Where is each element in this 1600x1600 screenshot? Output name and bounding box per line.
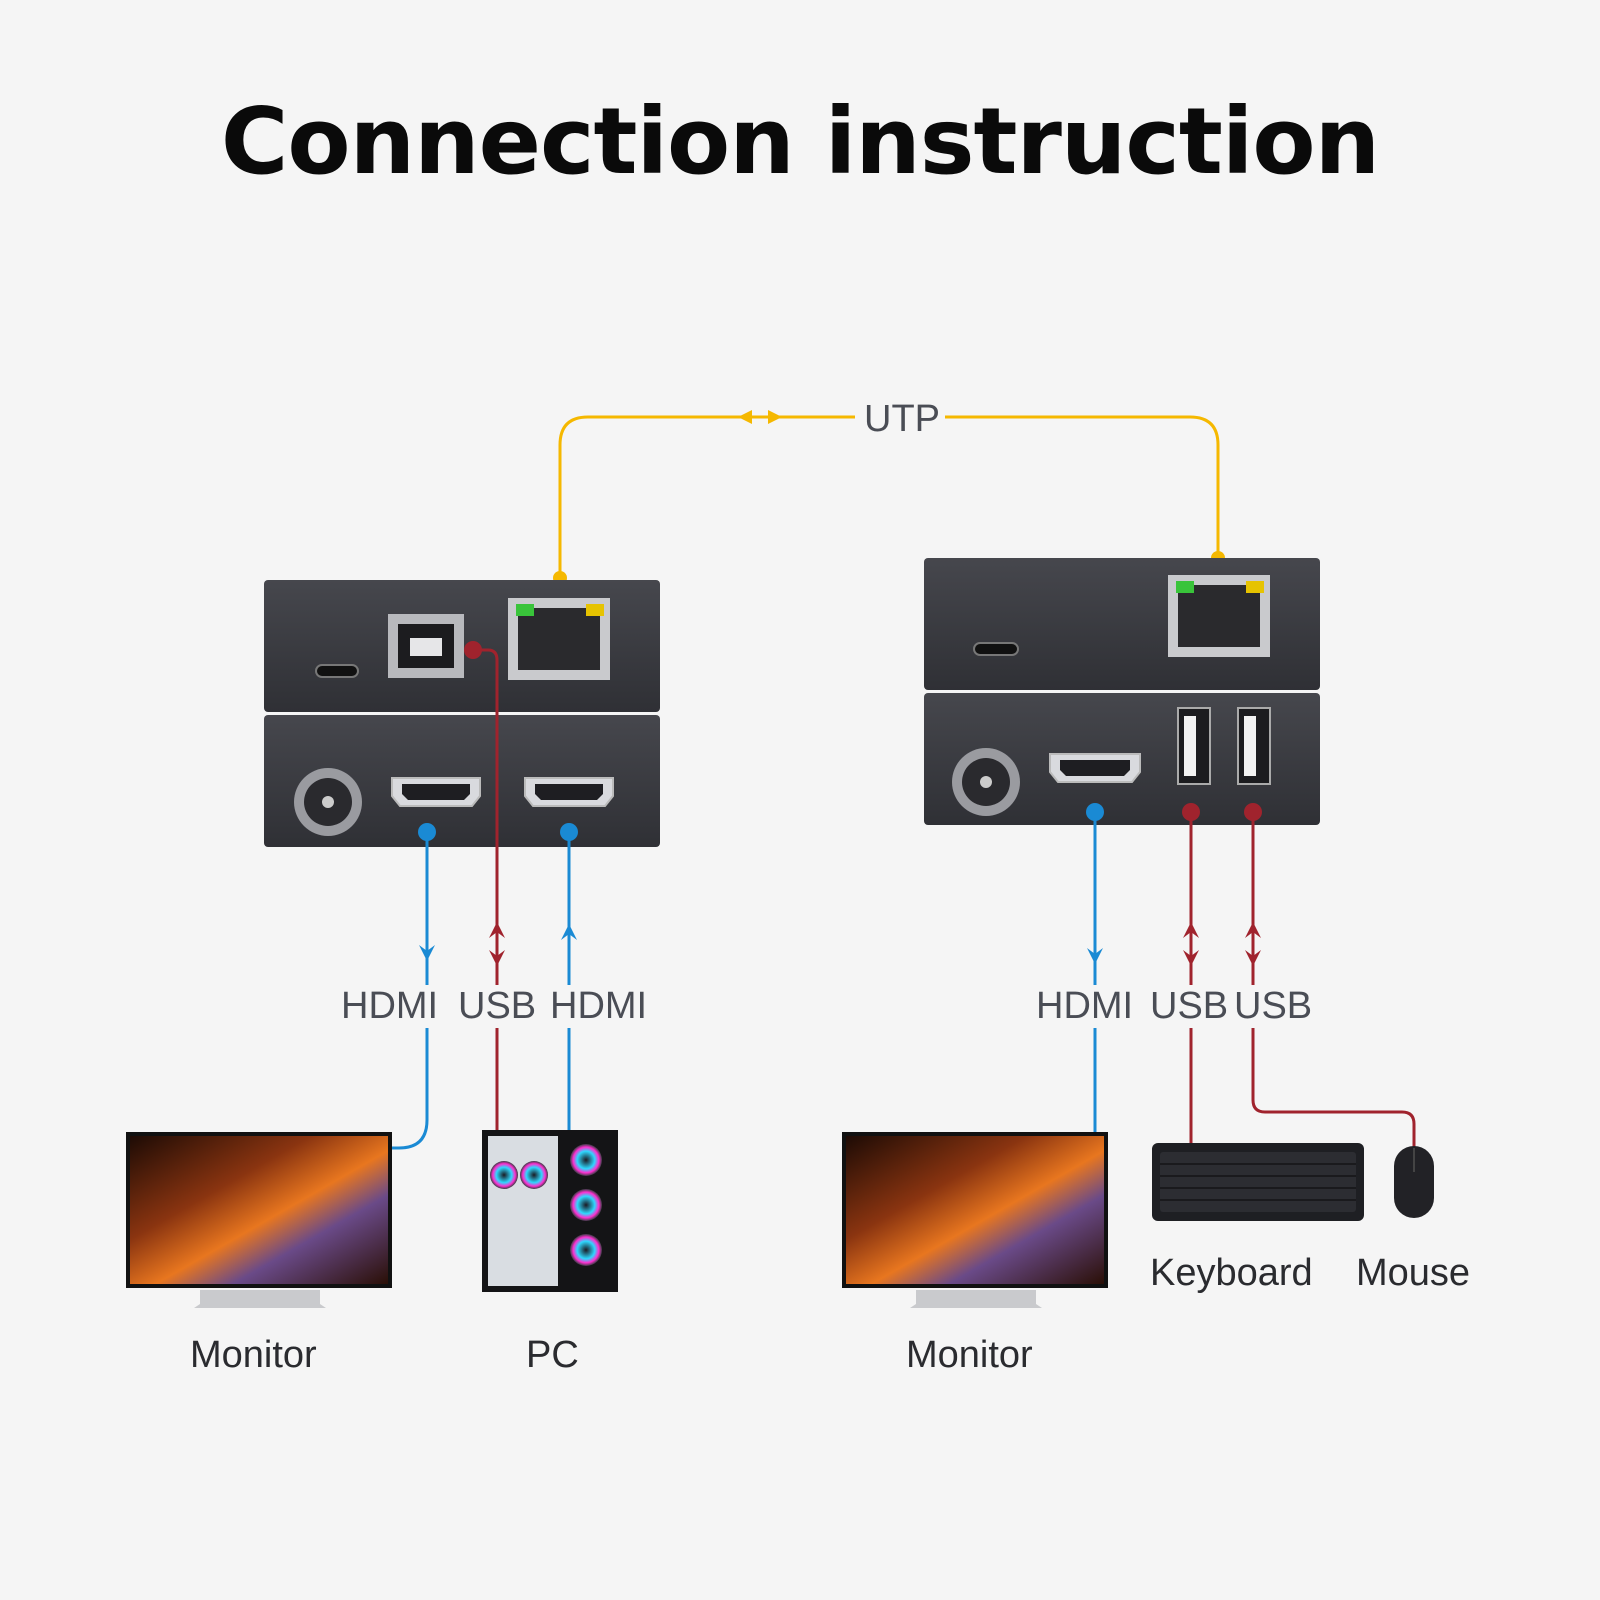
- usb-a-port-icon: [1237, 707, 1271, 785]
- rx-usb-label: USB: [1230, 985, 1317, 1028]
- dc-power-jack-icon: [294, 768, 362, 836]
- tx-usb-cable: [464, 641, 505, 1140]
- tx-usb-label: USB: [454, 985, 541, 1028]
- rx-usb-label: USB: [1146, 985, 1233, 1028]
- bidirectional-arrow-icon: [489, 922, 505, 966]
- arrow-down-icon: [1087, 948, 1103, 964]
- tx-hdmi-out-label: HDMI: [337, 985, 443, 1028]
- rj45-port-icon: [1168, 575, 1270, 657]
- utp-label: UTP: [864, 398, 940, 440]
- rx-hdmi-label: HDMI: [1032, 985, 1138, 1028]
- arrow-down-icon: [419, 945, 435, 961]
- usb-b-port-icon: [388, 614, 464, 678]
- rx-monitor-icon: [842, 1132, 1108, 1308]
- utp-cable: [553, 410, 1225, 585]
- rj45-port-icon: [508, 598, 610, 680]
- bidirectional-arrow-icon: [1245, 922, 1261, 966]
- tx-hdmi-out-cable: [392, 823, 436, 1150]
- rx-usb-mouse-cable: [1244, 803, 1416, 1148]
- micro-usb-port-icon: [315, 664, 359, 678]
- rx-usb-keyboard-cable: [1182, 803, 1200, 1143]
- rx-hdmi-cable: [1086, 803, 1104, 1132]
- transmitter-unit: [264, 580, 660, 847]
- bidirectional-arrow-icon: [738, 410, 782, 424]
- pc-label: PC: [526, 1334, 579, 1376]
- usb-a-port-icon: [1177, 707, 1211, 785]
- micro-usb-port-icon: [973, 642, 1019, 656]
- rx-monitor-label: Monitor: [906, 1334, 1033, 1376]
- tx-monitor-icon: [126, 1132, 392, 1308]
- bidirectional-arrow-icon: [1183, 922, 1199, 966]
- keyboard-icon: [1152, 1143, 1364, 1221]
- receiver-unit: [924, 558, 1320, 825]
- page-title: Connection instruction: [220, 88, 1380, 195]
- mouse-icon: [1394, 1146, 1434, 1218]
- arrow-up-icon: [561, 924, 577, 940]
- tx-hdmi-in-label: HDMI: [546, 985, 652, 1028]
- tx-hdmi-in-cable: [560, 823, 578, 1130]
- mouse-label: Mouse: [1356, 1252, 1471, 1294]
- keyboard-label: Keyboard: [1150, 1252, 1313, 1294]
- dc-power-jack-icon: [952, 748, 1020, 816]
- pc-tower-icon: [482, 1130, 618, 1292]
- tx-monitor-label: Monitor: [190, 1334, 317, 1376]
